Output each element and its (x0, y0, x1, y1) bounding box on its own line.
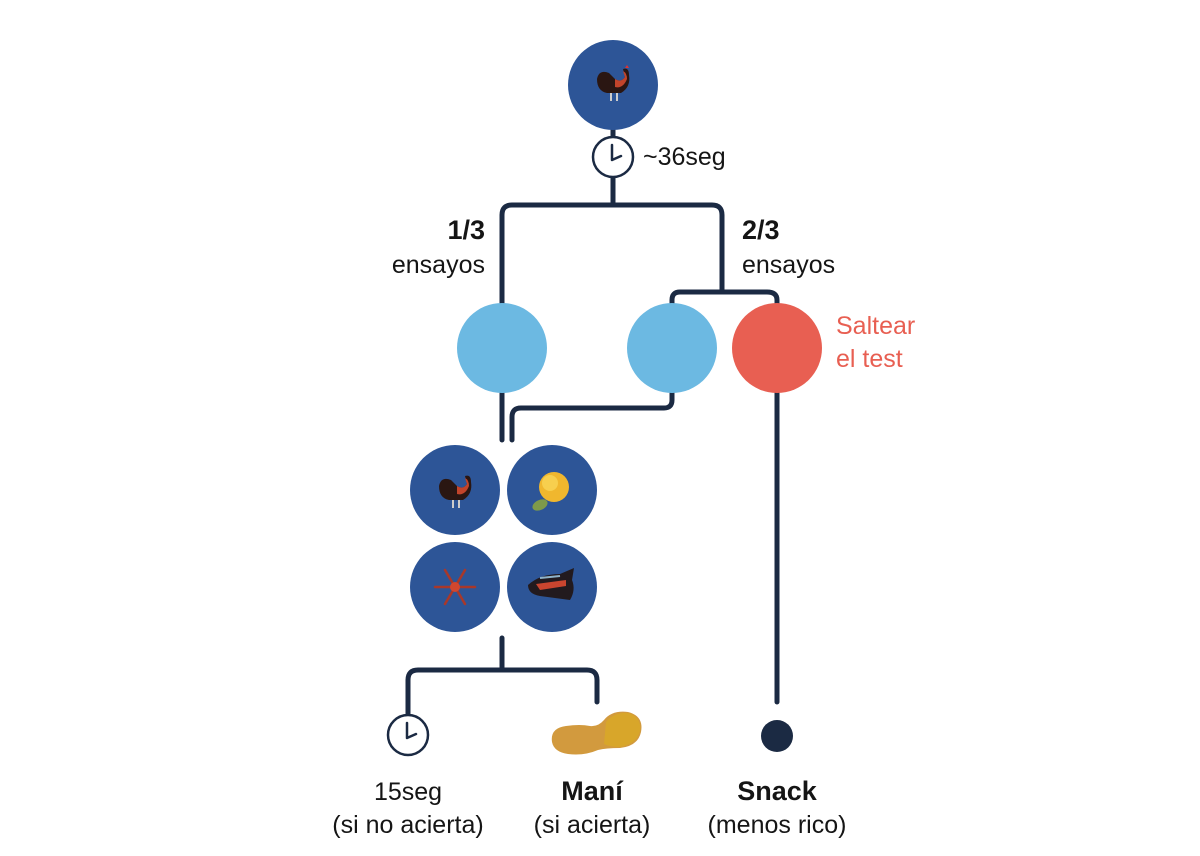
peanut-title: Maní (561, 776, 623, 806)
snack-dot-icon (761, 720, 793, 752)
top-wait-time-label: ~36seg (643, 143, 726, 171)
right-branch-fraction: 2/3 (742, 215, 780, 245)
left-branch-fraction: 1/3 (447, 215, 485, 245)
snack-title: Snack (737, 776, 817, 806)
skip-label-line2: el test (836, 345, 903, 373)
timeout-title: 15seg (373, 778, 443, 806)
outcome-split-line (405, 667, 600, 718)
clock-icon (591, 135, 635, 179)
left-branch-label: ensayos (391, 251, 485, 279)
choice-flower (507, 445, 597, 535)
choice-grid (410, 445, 597, 632)
choice-star (410, 542, 500, 632)
timeout-clock-icon (386, 713, 430, 757)
split-line (499, 202, 725, 308)
rooster-icon (597, 65, 630, 101)
connector-lines (405, 122, 780, 718)
wolf-head-icon (528, 568, 574, 600)
left-branch-circle (457, 303, 547, 393)
middle-to-grid-line (509, 387, 675, 443)
peanut-subtitle: (si acierta) (533, 811, 651, 839)
top-stimulus (568, 40, 658, 130)
skip-label-line1: Saltear (836, 312, 916, 340)
skip-circle (732, 303, 822, 393)
middle-branch-circle (627, 303, 717, 393)
peanut-icon (551, 711, 642, 755)
choice-wolf-head (507, 542, 597, 632)
choice-rooster (410, 445, 500, 535)
right-branch-label: ensayos (742, 251, 836, 279)
flower-icon (532, 472, 569, 511)
snack-subtitle: (menos rico) (707, 811, 847, 839)
right-split-line (669, 289, 780, 308)
timeout-subtitle: (si no acierta) (332, 811, 484, 839)
rooster-icon (439, 475, 472, 508)
star-icon (433, 568, 477, 606)
